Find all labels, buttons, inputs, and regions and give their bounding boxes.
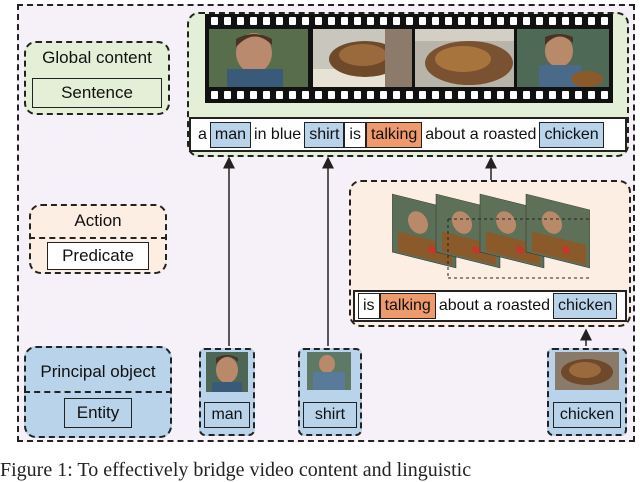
film-perforation — [211, 17, 218, 25]
film-perforation — [354, 91, 361, 99]
film-perforation — [523, 17, 530, 25]
film-perforation — [497, 17, 504, 25]
film-perforation — [250, 91, 257, 99]
film-perforation — [211, 91, 218, 99]
film-perforation — [237, 17, 244, 25]
film-perforation — [510, 91, 517, 99]
video-frame-4 — [517, 29, 609, 87]
film-perforation — [393, 91, 400, 99]
film-perforation — [432, 91, 439, 99]
entity-chicken-label: chicken — [553, 402, 621, 428]
sentence-token: is — [344, 121, 366, 148]
film-perforation — [419, 91, 426, 99]
video-frame-1 — [209, 29, 308, 87]
film-perforation — [484, 17, 491, 25]
sentence-token: about a roasted — [425, 125, 537, 143]
film-perforation — [289, 17, 296, 25]
film-perforation — [562, 91, 569, 99]
film-perforation — [562, 17, 569, 25]
film-perforation — [328, 17, 335, 25]
film-perforation — [224, 17, 231, 25]
frame-stack — [391, 193, 591, 279]
legend-entity-item: Entity — [64, 398, 132, 428]
film-perforation — [432, 17, 439, 25]
legend-sentence-item: Sentence — [32, 78, 162, 108]
film-perforation — [380, 17, 387, 25]
film-perforations — [211, 17, 608, 99]
film-perforation — [458, 17, 465, 25]
film-perforation — [302, 91, 309, 99]
entity-man-label: man — [204, 402, 250, 428]
sentence-token: chicken — [553, 293, 618, 319]
sentence-token: talking — [365, 121, 423, 148]
film-strip — [205, 14, 613, 103]
film-perforation — [406, 91, 413, 99]
film-perforation — [276, 91, 283, 99]
entity-chicken-image — [555, 352, 619, 390]
sentence-token: is — [358, 293, 380, 319]
sentence-token: talking — [379, 293, 436, 319]
film-perforation — [445, 91, 452, 99]
video-frame-2 — [313, 29, 412, 87]
film-perforation — [458, 91, 465, 99]
film-perforation — [237, 91, 244, 99]
film-perforation — [445, 17, 452, 25]
entity-shirt-image — [307, 352, 351, 390]
film-perforation — [523, 91, 530, 99]
film-perforation — [510, 17, 517, 25]
legend-principal-title: Principal object — [40, 362, 156, 381]
film-perforation — [393, 17, 400, 25]
film-perforation — [601, 17, 608, 25]
entity-man-image — [206, 352, 248, 392]
legend-action-title: Action — [74, 211, 122, 230]
film-perforation — [380, 91, 387, 99]
film-perforation — [250, 17, 257, 25]
film-perforation — [263, 91, 270, 99]
film-perforation — [341, 91, 348, 99]
film-perforation — [315, 17, 322, 25]
film-perforation — [536, 17, 543, 25]
film-perforation — [263, 17, 270, 25]
film-perforation — [549, 91, 556, 99]
film-perforation — [341, 17, 348, 25]
film-perforation — [536, 91, 543, 99]
film-perforation — [471, 91, 478, 99]
film-perforation — [224, 91, 231, 99]
film-perforation — [367, 17, 374, 25]
sentence-token: in blue — [254, 125, 302, 143]
film-perforation — [328, 91, 335, 99]
film-perforation — [419, 17, 426, 25]
film-perforation — [354, 17, 361, 25]
film-perforation — [367, 91, 374, 99]
film-perforation — [588, 17, 595, 25]
film-perforation — [497, 91, 504, 99]
legend-global-title: Global content — [42, 48, 152, 67]
video-frame-3 — [415, 29, 514, 87]
film-perforation — [484, 91, 491, 99]
film-perforation — [575, 91, 582, 99]
film-perforation — [406, 17, 413, 25]
film-perforation — [276, 17, 283, 25]
film-perforation — [289, 91, 296, 99]
film-perforation — [575, 17, 582, 25]
sentence-token: about a roasted — [438, 297, 551, 314]
stacked-frames — [391, 186, 591, 282]
sentence-token: a — [198, 125, 207, 143]
figure-caption: Figure 1: To effectively bridge video co… — [0, 459, 472, 481]
legend-predicate-item: Predicate — [47, 242, 149, 270]
film-perforation — [588, 91, 595, 99]
film-perforation — [302, 17, 309, 25]
sentence-token: chicken — [539, 121, 604, 148]
film-perforation — [549, 17, 556, 25]
sentence-token: shirt — [304, 121, 345, 148]
sentence-token: man — [209, 121, 252, 148]
film-perforation — [601, 91, 608, 99]
film-perforation — [315, 91, 322, 99]
entity-shirt-label: shirt — [303, 402, 357, 428]
film-perforation — [471, 17, 478, 25]
